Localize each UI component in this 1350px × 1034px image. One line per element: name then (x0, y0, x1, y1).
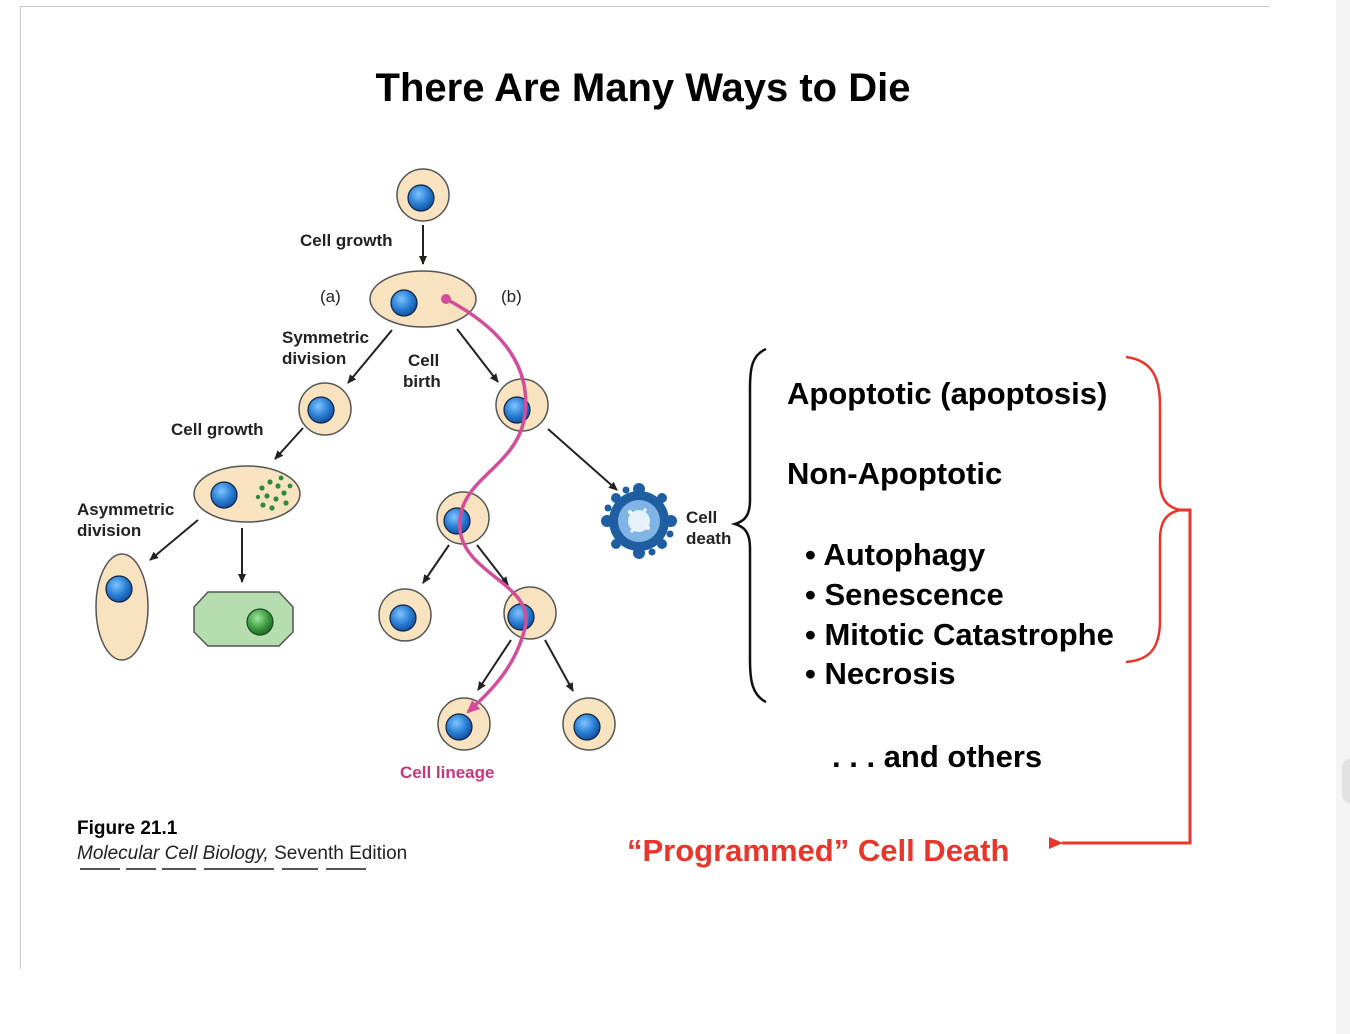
figure-source: Molecular Cell Biology, Seventh Edition (77, 843, 407, 864)
label-symmetric: Symmetric (282, 328, 369, 347)
item-autophagy: • Autophagy (805, 537, 986, 572)
cell-lineage-mid (436, 491, 490, 545)
cell-bottom-right (562, 697, 616, 751)
non-apoptotic-label: Non-Apoptotic (787, 456, 1002, 491)
apoptotic-label: Apoptotic (apoptosis) (787, 376, 1107, 411)
clipped-caption-line (80, 868, 366, 870)
dying-cell-icon (601, 483, 677, 559)
label-a: (a) (320, 287, 341, 306)
red-brace (1125, 355, 1181, 664)
label-division: division (282, 349, 346, 368)
cell-lineage-lower (503, 586, 557, 640)
programmed-cell-death-label: “Programmed” Cell Death (627, 833, 1009, 868)
black-brace (730, 347, 767, 704)
division-arrows (149, 225, 618, 692)
label-asymmetric: Asymmetric (77, 500, 174, 519)
label-b: (b) (501, 287, 522, 306)
cell-elongated (95, 553, 149, 661)
label-cell-growth-left: Cell growth (171, 420, 264, 439)
slide-title: There Are Many Ways to Die (375, 66, 911, 110)
label-cell-growth-top: Cell growth (300, 231, 393, 250)
label-cell: Cell (408, 351, 439, 370)
label-cell-lineage: Cell lineage (400, 763, 494, 782)
cell-top (396, 168, 450, 222)
cell-lineage-end (437, 697, 491, 751)
cell-growing (369, 270, 477, 328)
red-connector (1049, 508, 1192, 849)
book-edition: Seventh Edition (269, 843, 407, 864)
cell-asymmetric-parent (193, 465, 301, 523)
label-death: death (686, 529, 731, 548)
book-title: Molecular Cell Biology, (77, 843, 269, 864)
label-death-cell: Cell (686, 508, 717, 527)
cell-daughter-left (298, 382, 352, 436)
label-birth: birth (403, 372, 441, 391)
cell-bottom-left (378, 588, 432, 642)
item-necrosis: • Necrosis (805, 656, 955, 691)
item-mitotic-catastrophe: • Mitotic Catastrophe (805, 617, 1114, 652)
label-asym-division: division (77, 521, 141, 540)
lineage-path (441, 294, 528, 714)
figure-number: Figure 21.1 (77, 818, 178, 839)
cell-differentiated (193, 591, 294, 647)
and-others-label: . . . and others (832, 739, 1042, 774)
item-senescence: • Senescence (805, 577, 1004, 612)
scrollbar-handle[interactable] (1342, 758, 1350, 804)
